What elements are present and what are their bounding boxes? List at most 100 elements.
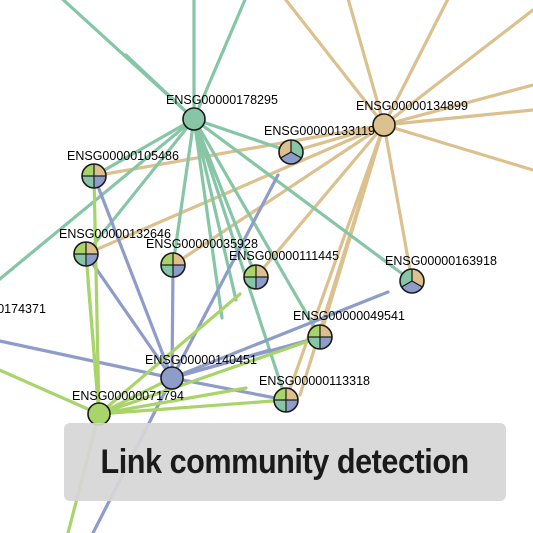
- edge-blue: [0, 339, 174, 380]
- edge-tan: [289, 123, 386, 154]
- edge-green: [97, 292, 242, 416]
- node-label: ENSG00000111445: [229, 249, 339, 263]
- gene-node[interactable]: ENSG00000035928: [146, 237, 258, 278]
- edge-tan: [382, 83, 533, 127]
- node-slice-tan: [86, 242, 98, 254]
- node-slice-blue: [320, 337, 332, 349]
- node-divider: [411, 280, 423, 288]
- node-slice-blue: [86, 254, 98, 266]
- node-slice-blue: [94, 176, 106, 188]
- node-outline: [372, 113, 396, 137]
- edge-tan: [382, 108, 533, 127]
- edge-tan: [382, 123, 414, 283]
- node-outline: [307, 324, 333, 350]
- gene-node[interactable]: ENSG00000134899: [356, 99, 468, 137]
- node-slice-blue: [256, 277, 268, 289]
- edge-green: [0, 368, 101, 416]
- edge-tan: [284, 123, 386, 402]
- node-slice-green: [308, 325, 320, 337]
- node-outline: [160, 366, 184, 390]
- node-outline: [81, 163, 107, 189]
- edge-tan: [171, 123, 386, 267]
- node-label: ENSG00000178295: [166, 93, 278, 107]
- edge-green: [97, 335, 322, 416]
- node-divider: [290, 151, 302, 159]
- node-layer: ENSG00000178295 ENSG00000134899ENSG000001…: [0, 93, 497, 426]
- node-slice-tan: [286, 388, 298, 400]
- node-slice-teal: [244, 277, 256, 289]
- node-label: ENSG00000134899: [356, 99, 468, 113]
- gene-node[interactable]: ENSG00000071794: [72, 389, 184, 426]
- edge-teal: [192, 117, 322, 339]
- node-divider: [280, 151, 292, 159]
- gene-node[interactable]: ENSG00000133119: [264, 124, 375, 165]
- node-fill: [183, 108, 205, 130]
- node-slice-teal: [82, 176, 94, 188]
- gene-node[interactable]: ENSG00000163918: [385, 254, 497, 294]
- node-label: ENSG00000035928: [146, 237, 258, 251]
- edge-teal: [192, 117, 293, 154]
- node-label: ENSG00000113318: [259, 374, 370, 388]
- edge-tan: [254, 123, 386, 279]
- node-fill: [88, 403, 110, 425]
- node-divider: [401, 280, 413, 288]
- edge-tan: [382, 8, 533, 127]
- edge-green: [97, 386, 248, 416]
- node-slice-blue: [173, 265, 185, 277]
- edge-tan: [283, 0, 386, 127]
- edge-green: [97, 398, 288, 416]
- node-outline: [160, 252, 186, 278]
- node-outline: [278, 139, 304, 165]
- node-slice-tan: [320, 325, 332, 337]
- edge-teal: [192, 0, 247, 121]
- node-slice-teal: [74, 254, 86, 266]
- node-slice-green: [244, 265, 256, 277]
- edge-tan: [382, 123, 533, 172]
- node-label: ENSG00000163918: [385, 254, 497, 268]
- caption-text: Link community detection: [100, 442, 470, 481]
- edge-green: [97, 376, 174, 416]
- node-label: ENSG00000071794: [72, 389, 184, 403]
- edge-teal: [192, 117, 414, 283]
- node-slice-tan: [173, 253, 185, 265]
- gene-node[interactable]: ENSG00000174371: [0, 302, 46, 326]
- gene-node[interactable]: ENSG00000105486: [67, 149, 179, 189]
- edge-tan: [382, 0, 450, 127]
- edge-blue: [170, 173, 280, 380]
- edge-blue: [170, 263, 175, 380]
- gene-node[interactable]: ENSG00000140451: [145, 353, 257, 390]
- node-slice-teal: [308, 337, 320, 349]
- gene-node[interactable]: ENSG00000049541: [293, 309, 405, 350]
- gene-node[interactable]: ENSG00000132646: [59, 227, 171, 267]
- node-slice-teal: [274, 400, 286, 412]
- gene-node[interactable]: ENSG00000178295: [166, 93, 278, 131]
- edge-teal: [124, 53, 196, 121]
- node-slice-green: [274, 388, 286, 400]
- node-slice-green: [161, 253, 173, 265]
- node-slice-tan: [94, 164, 106, 176]
- edge-teal: [171, 117, 196, 267]
- node-slice-blue: [401, 281, 423, 293]
- node-label: ENSG00000133119: [264, 124, 375, 138]
- node-label: ENSG00000132646: [59, 227, 171, 241]
- node-fill: [161, 367, 183, 389]
- node-slice-green: [74, 242, 86, 254]
- edge-tan: [298, 123, 386, 397]
- edge-blue: [92, 174, 174, 380]
- node-label: ENSG00000174371: [0, 302, 46, 316]
- gene-node[interactable]: ENSG00000111445: [229, 249, 339, 290]
- node-label: ENSG00000049541: [293, 309, 405, 323]
- edge-blue: [170, 290, 390, 380]
- edge-green: [92, 174, 101, 416]
- node-outline: [243, 264, 269, 290]
- node-label: ENSG00000105486: [67, 149, 179, 163]
- node-outline: [182, 107, 206, 131]
- node-fill: [373, 114, 395, 136]
- edge-tan: [346, 0, 386, 127]
- node-slice-blue: [280, 152, 302, 164]
- node-outline: [73, 241, 99, 267]
- node-slice-green: [82, 164, 94, 176]
- node-slice-tan: [256, 265, 268, 277]
- gene-node[interactable]: ENSG00000113318: [259, 374, 370, 413]
